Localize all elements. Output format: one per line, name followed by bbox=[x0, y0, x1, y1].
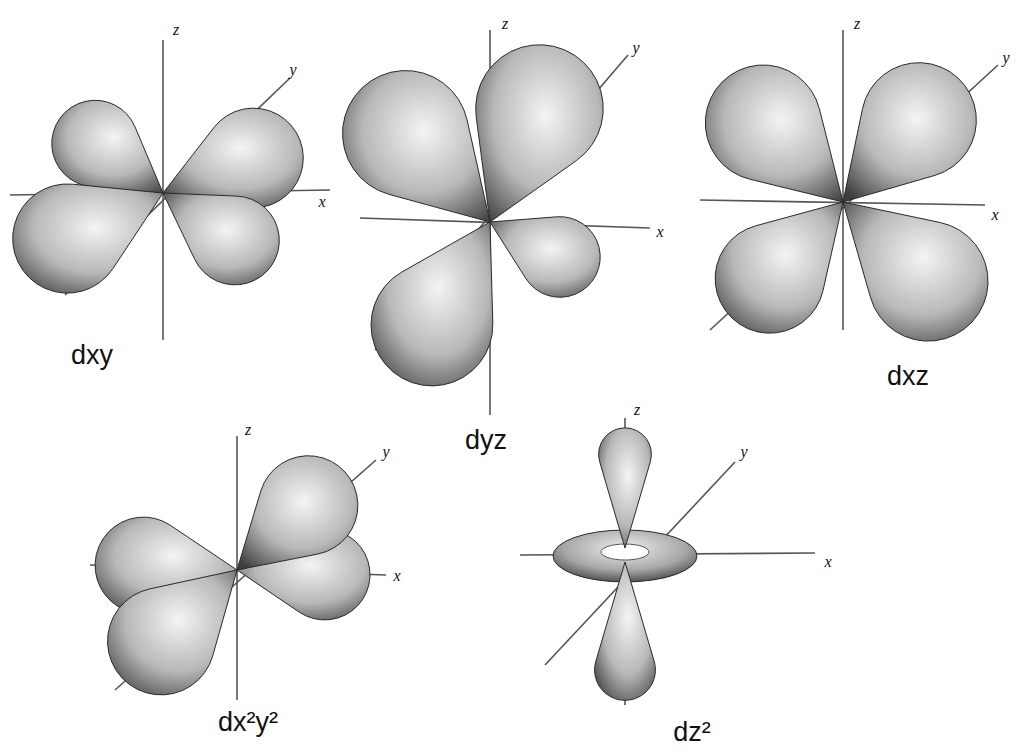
orbital-name: dx²y² bbox=[218, 709, 278, 736]
orbital-lobe bbox=[843, 63, 976, 202]
orbital-lobe bbox=[705, 65, 843, 202]
axis-label: z bbox=[245, 422, 251, 438]
axis-label: x bbox=[991, 207, 998, 223]
orbital-lobe bbox=[715, 202, 843, 333]
axis-label: x bbox=[656, 224, 663, 240]
orbital-name: dyz bbox=[465, 427, 507, 454]
z-axis bbox=[162, 40, 164, 340]
orbital-name: dz² bbox=[673, 719, 711, 746]
axis-label: z bbox=[502, 16, 508, 32]
orbital-lobe bbox=[13, 184, 163, 293]
orbital-lobe bbox=[343, 71, 490, 222]
axis-label: x bbox=[393, 568, 400, 584]
axes bbox=[10, 30, 998, 705]
orbital-lobes bbox=[13, 45, 988, 701]
orbital-lobe bbox=[595, 562, 656, 700]
orbital-lobe bbox=[476, 45, 604, 222]
axis-label: x bbox=[824, 554, 831, 570]
axis-label: y bbox=[740, 444, 747, 460]
orbital-lobe bbox=[490, 217, 600, 298]
orbital-lobe bbox=[599, 428, 652, 548]
axis-label: y bbox=[632, 40, 639, 56]
orbital-lobe bbox=[52, 100, 163, 193]
orbital-lobe bbox=[371, 222, 493, 386]
axis-label: z bbox=[173, 22, 179, 38]
orbital-lobe bbox=[108, 570, 237, 695]
axis-label: y bbox=[289, 62, 296, 78]
axis-label: y bbox=[382, 444, 389, 460]
orbital-name: dxy bbox=[71, 342, 113, 369]
axis-label: y bbox=[1002, 50, 1009, 66]
axis-label: x bbox=[318, 194, 325, 210]
z-axis bbox=[842, 30, 844, 330]
axis-label: z bbox=[634, 402, 640, 418]
orbital-name: dxz bbox=[887, 363, 929, 390]
orbital-lobe bbox=[843, 202, 988, 341]
orbital-lobe bbox=[163, 108, 303, 208]
orbital-lobe bbox=[237, 456, 358, 570]
orbital-lobe bbox=[163, 193, 279, 285]
axis-label: z bbox=[854, 16, 860, 32]
